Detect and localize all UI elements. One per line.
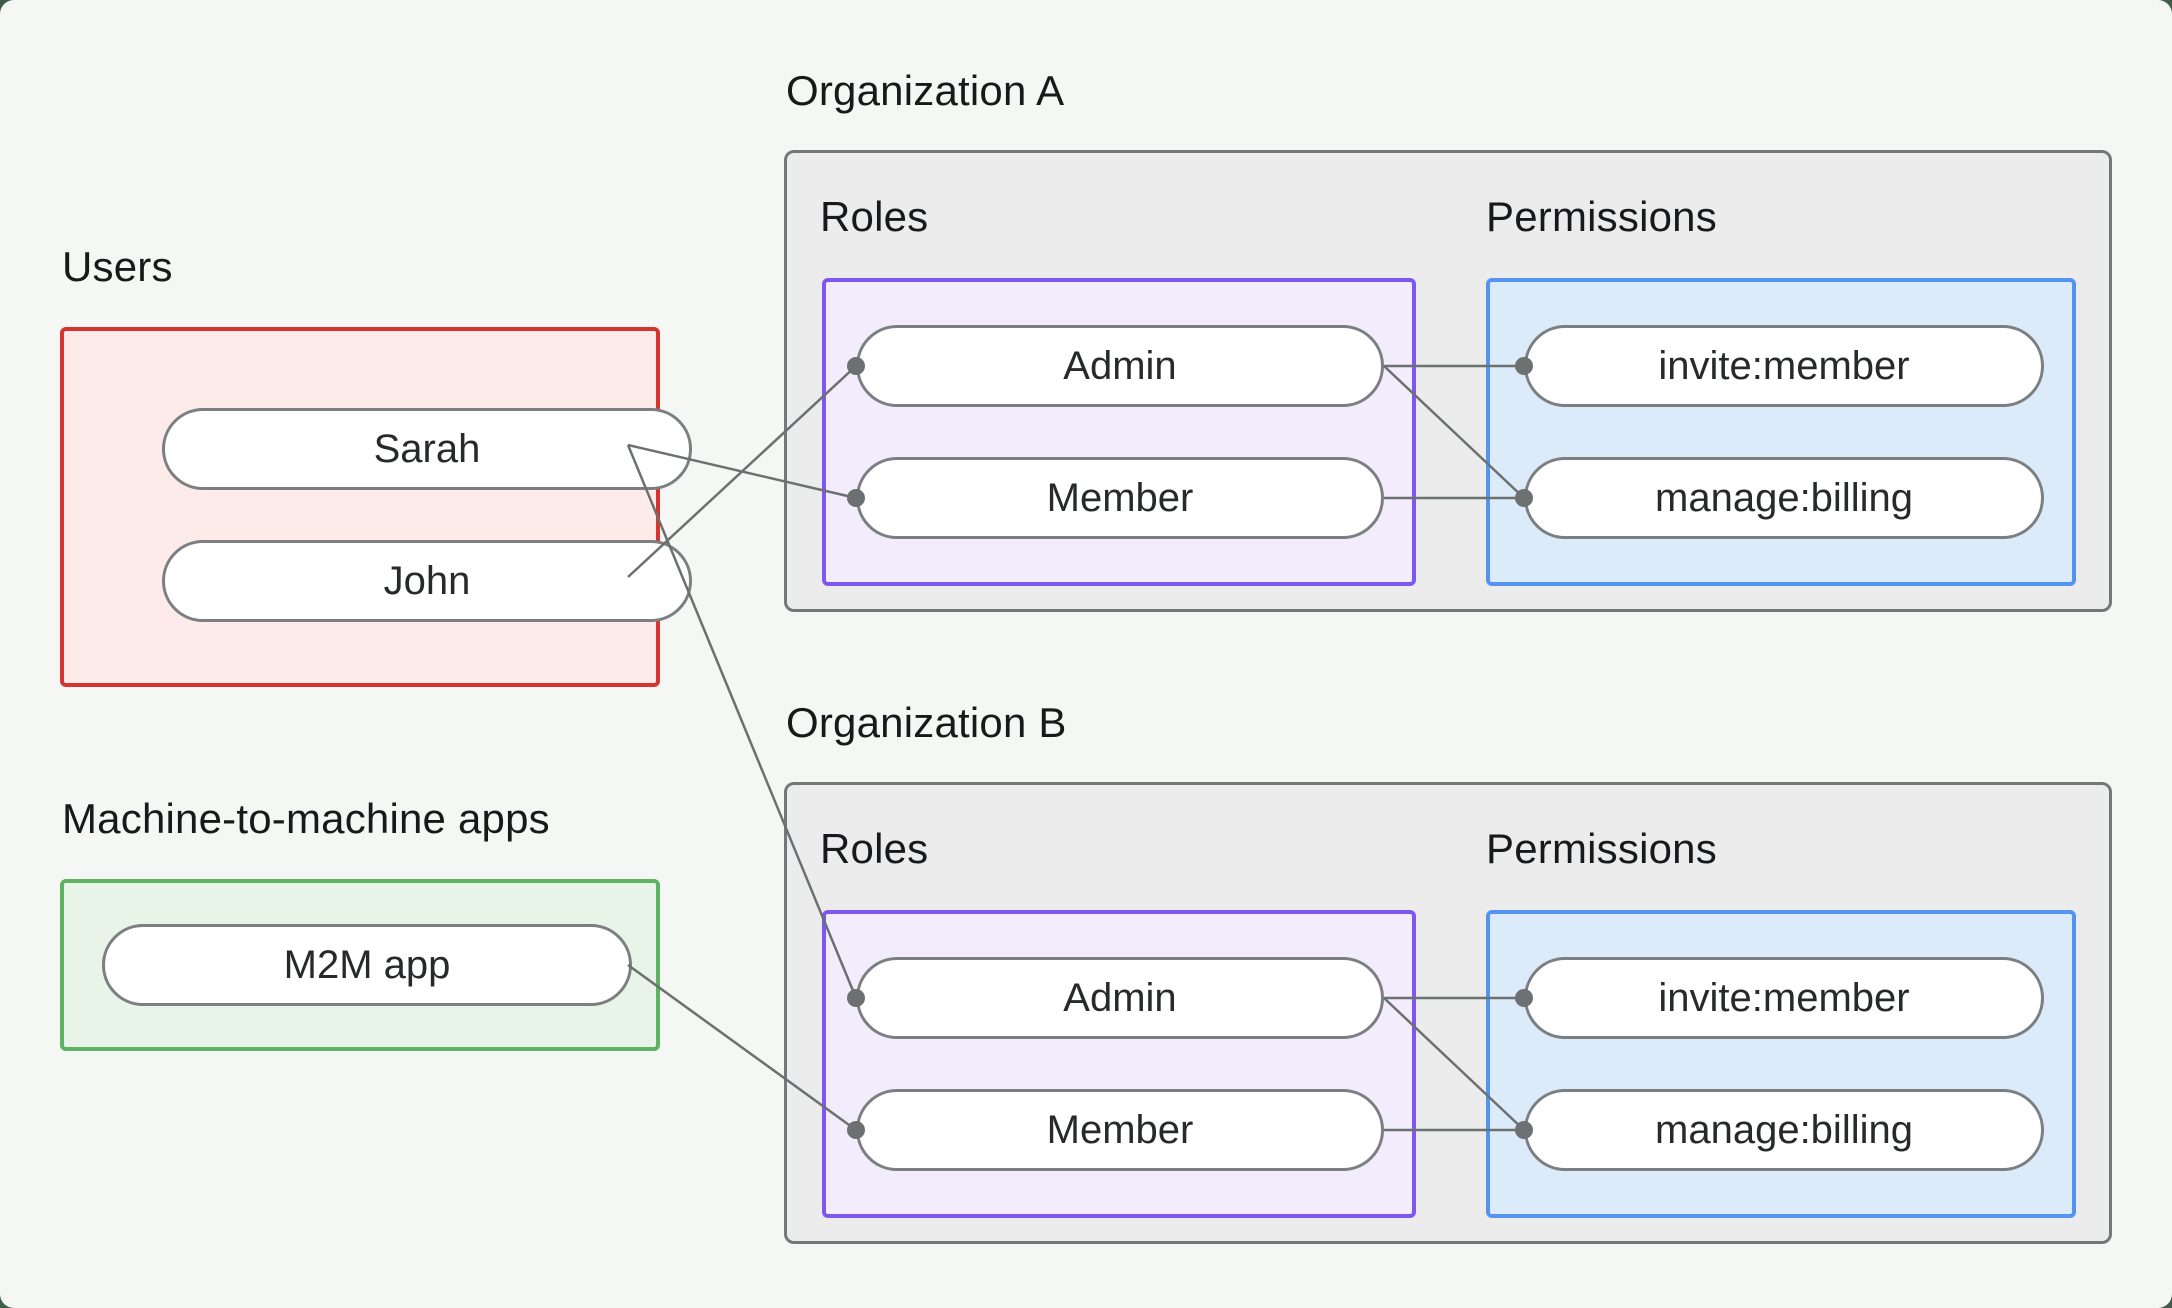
node-orgb-manage-billing-label: manage:billing	[1655, 1107, 1913, 1152]
node-orgb-member: Member	[856, 1089, 1384, 1171]
m2m-group-title: Machine-to-machine apps	[62, 795, 550, 842]
node-m2m-app-label: M2M app	[283, 942, 451, 987]
org-b-title: Organization B	[786, 699, 1067, 746]
node-orgb-admin-label: Admin	[1063, 975, 1177, 1020]
users-group-box: Sarah John	[60, 327, 692, 687]
org-a-roles-title: Roles	[820, 193, 929, 240]
node-orgb-admin: Admin	[856, 957, 1384, 1039]
node-orga-member-label: Member	[1046, 475, 1194, 520]
node-john: John	[162, 540, 692, 622]
node-orga-member: Member	[856, 457, 1384, 539]
node-orga-admin-label: Admin	[1063, 343, 1177, 388]
node-orga-invite-member-label: invite:member	[1658, 343, 1910, 388]
node-orgb-member-label: Member	[1046, 1107, 1194, 1152]
node-sarah-label: Sarah	[373, 426, 481, 471]
node-orga-manage-billing-label: manage:billing	[1655, 475, 1913, 520]
node-orgb-invite-member: invite:member	[1524, 957, 2044, 1039]
users-group-title: Users	[62, 243, 173, 290]
node-orgb-invite-member-label: invite:member	[1658, 975, 1910, 1020]
node-sarah: Sarah	[162, 408, 692, 490]
org-a-permissions-title: Permissions	[1486, 193, 1717, 240]
node-orga-invite-member: invite:member	[1524, 325, 2044, 407]
org-a-title: Organization A	[786, 67, 1065, 114]
org-b-permissions-title: Permissions	[1486, 825, 1717, 872]
node-john-label: John	[383, 558, 471, 603]
node-orga-manage-billing: manage:billing	[1524, 457, 2044, 539]
node-m2m-app: M2M app	[102, 924, 632, 1006]
m2m-group-box: M2M app	[60, 879, 660, 1051]
node-orga-admin: Admin	[856, 325, 1384, 407]
node-orgb-manage-billing: manage:billing	[1524, 1089, 2044, 1171]
org-b-roles-title: Roles	[820, 825, 929, 872]
